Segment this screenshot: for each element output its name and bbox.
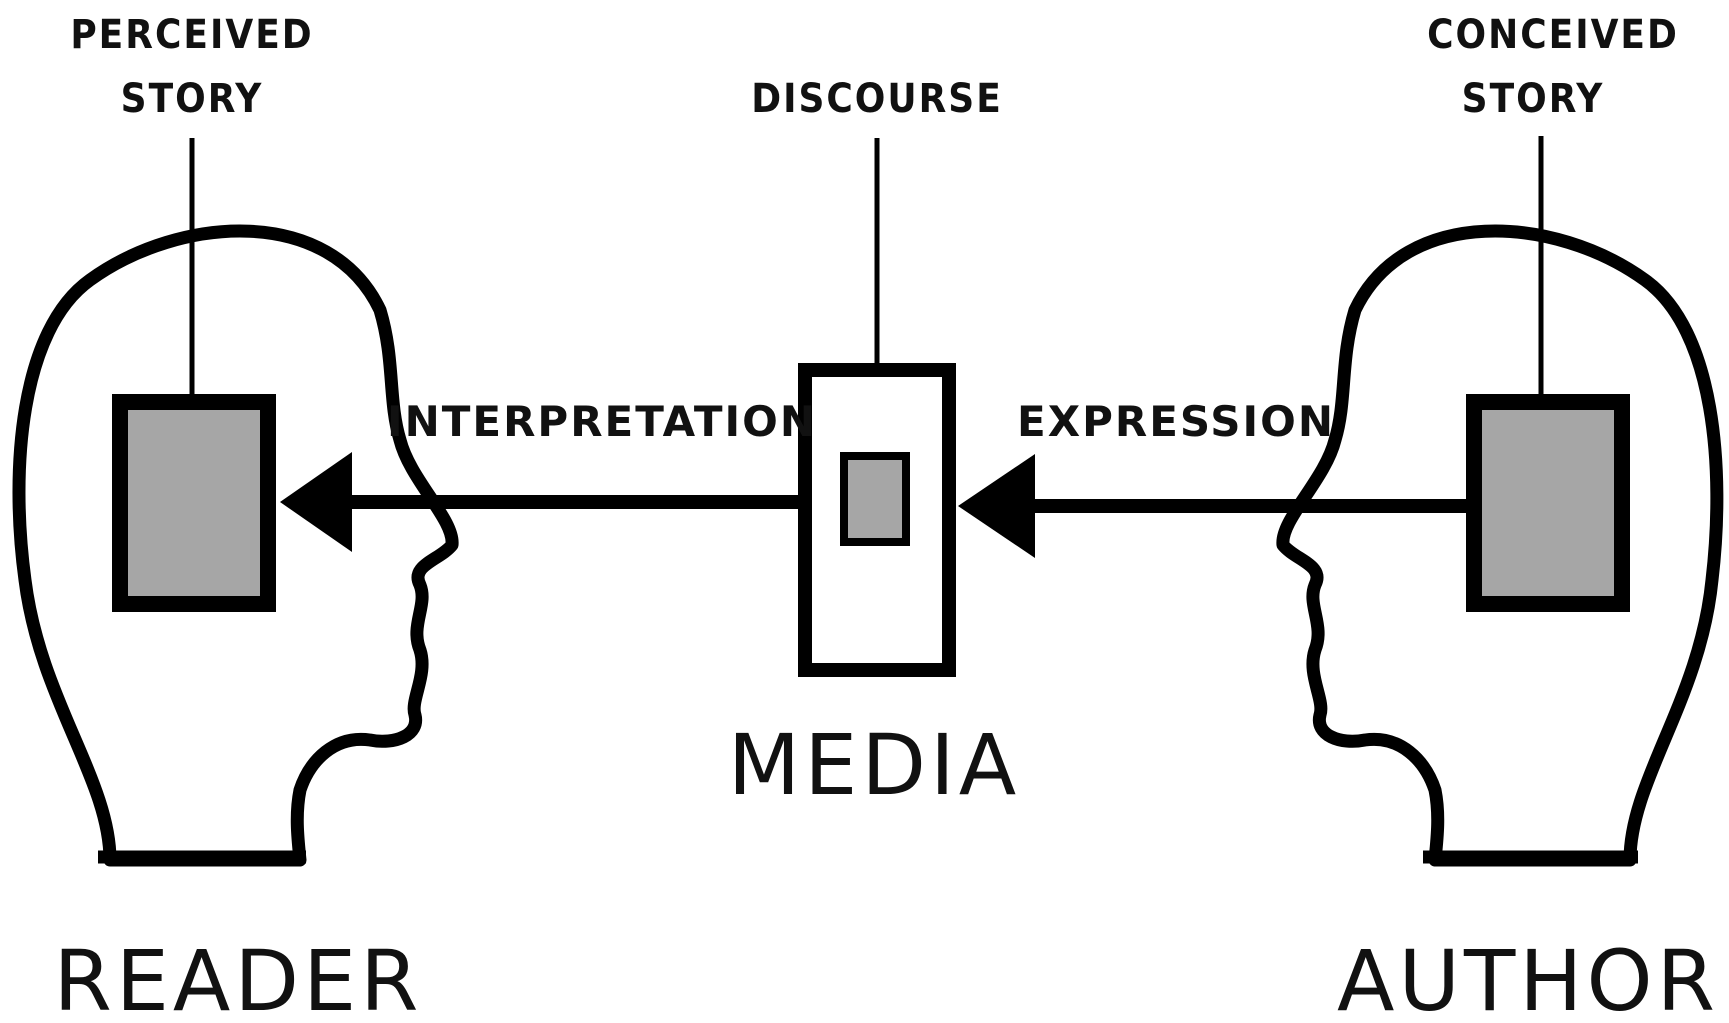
- conceived-label-line2: STORY: [1462, 76, 1605, 122]
- discourse-inner-box: [844, 456, 906, 542]
- perceived-label-line2: STORY: [121, 76, 264, 122]
- expression-arrowhead: [958, 454, 1035, 558]
- author-label: AUTHOR: [1337, 932, 1719, 1023]
- conceived-label-line1: CONCEIVED: [1427, 12, 1679, 58]
- reader-label: READER: [53, 932, 422, 1023]
- interpretation-label: INTERPRETATION: [387, 397, 817, 446]
- media-label: MEDIA: [728, 716, 1020, 814]
- discourse-label: DISCOURSE: [751, 76, 1003, 122]
- interpretation-arrowhead: [280, 452, 352, 552]
- perceived-story-box: [120, 402, 268, 604]
- expression-label: EXPRESSION: [1017, 397, 1335, 446]
- interpretation-arrow: [280, 452, 798, 552]
- conceived-story-box: [1474, 402, 1622, 604]
- perceived-label-line1: PERCEIVED: [70, 12, 313, 58]
- expression-arrow: [958, 454, 1466, 558]
